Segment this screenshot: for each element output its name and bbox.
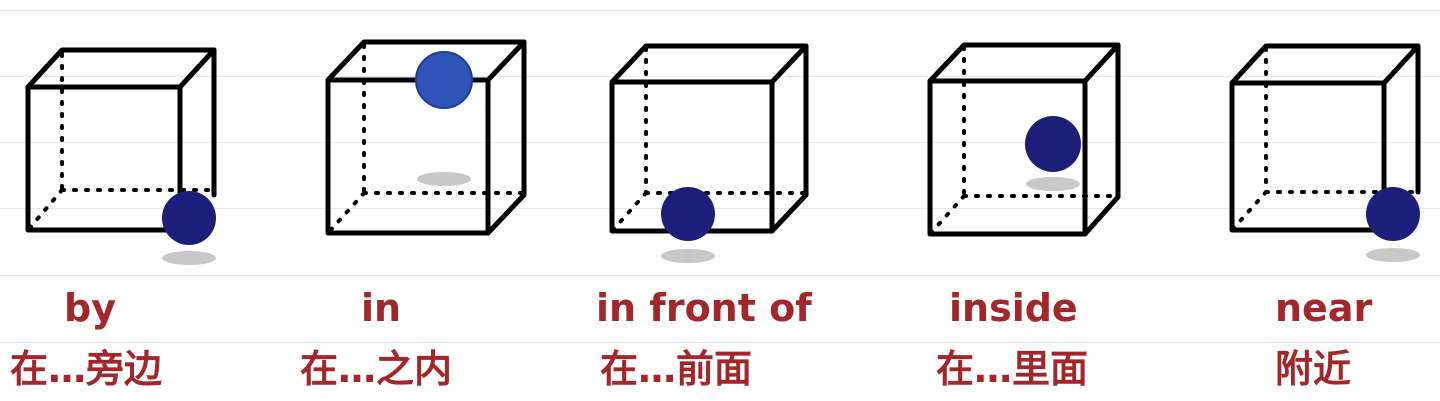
rule-line: [0, 142, 1440, 143]
word-by: by: [64, 286, 116, 330]
ball-shadow: [661, 249, 715, 263]
word-in-front-of: in front of: [596, 286, 812, 330]
panel-near: near 附近: [1190, 0, 1440, 401]
cube-top-face: [325, 39, 527, 83]
hidden-edge: [928, 194, 966, 236]
ball: [1025, 116, 1081, 172]
translation-in-front-of: 在…前面: [600, 347, 753, 391]
ball-shadow: [417, 172, 471, 186]
cube-front-face: [325, 77, 491, 236]
cube-illustration-inside: [927, 42, 1121, 237]
cube-side-edge: [485, 39, 527, 236]
cube-by: [25, 47, 217, 233]
panel-by: by 在…旁边: [0, 0, 290, 401]
word-in: in: [361, 286, 402, 330]
translation-inside: 在…里面: [936, 347, 1089, 391]
translation-near: 附近: [1275, 347, 1352, 391]
cube-illustration-by: [25, 47, 217, 265]
ball-rim: [415, 51, 473, 109]
cube-near: [1229, 43, 1421, 233]
rule-line: [0, 275, 1440, 276]
hidden-edge: [610, 191, 648, 233]
ball-shadow: [162, 251, 216, 265]
rule-line: [0, 76, 1440, 77]
cube-illustration-in-front-of: [609, 43, 809, 263]
translation-in: 在…之内: [300, 347, 453, 391]
rule-line: [0, 10, 1440, 11]
translation-by: 在…旁边: [10, 347, 163, 391]
cube-front-face: [25, 84, 183, 233]
word-inside: inside: [949, 286, 1078, 330]
hidden-edge: [1230, 190, 1268, 232]
ball: [416, 52, 472, 108]
panel-in: in 在…之内: [290, 0, 580, 401]
cube-top-face: [609, 43, 809, 85]
ball: [1366, 187, 1420, 241]
cube-side-edge: [769, 43, 809, 234]
cube-top-face: [1229, 43, 1421, 86]
cube-illustration-in: [325, 39, 527, 236]
ball-shadow: [1026, 177, 1080, 191]
panel-in-front-of: in front of 在…前面: [580, 0, 880, 401]
cube-illustration-near: [1229, 43, 1421, 262]
cube-top-face: [25, 47, 217, 90]
ball: [661, 187, 715, 241]
panel-inside: inside 在…里面: [880, 0, 1190, 401]
hidden-edge: [326, 191, 366, 235]
cube-top-face: [927, 42, 1121, 84]
cube-inside: [927, 42, 1121, 237]
cube-in: [325, 39, 527, 236]
rule-line: [0, 342, 1440, 343]
rule-line: [0, 208, 1440, 209]
hidden-edge: [26, 188, 64, 232]
cube-side-edge: [1082, 42, 1121, 237]
ball-shadow: [1366, 248, 1420, 262]
word-near: near: [1275, 286, 1373, 330]
cube-front-face: [927, 78, 1088, 237]
cube-front-face: [1229, 80, 1387, 233]
ball: [162, 191, 216, 245]
